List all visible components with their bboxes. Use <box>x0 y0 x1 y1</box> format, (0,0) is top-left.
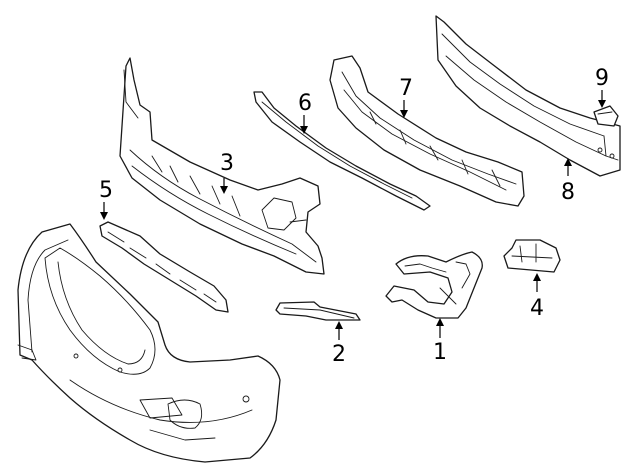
bracket-part-2 <box>275 301 361 321</box>
bumper-cover <box>17 223 281 463</box>
callout-5: 5 <box>99 178 113 203</box>
clip-part-9 <box>593 105 619 127</box>
carrier-part-3 <box>119 57 325 275</box>
callout-2: 2 <box>332 342 346 367</box>
strip-part-6 <box>253 91 431 211</box>
bracket-part-1 <box>385 251 483 319</box>
bracket-part-5 <box>99 221 229 313</box>
callout-3: 3 <box>220 151 234 176</box>
callout-4: 4 <box>530 296 544 321</box>
callout-labels: 1 2 3 4 5 6 7 8 9 <box>99 66 609 367</box>
bracket-part-4 <box>503 239 561 273</box>
callout-1: 1 <box>433 340 447 365</box>
callout-8: 8 <box>561 180 575 205</box>
callout-6: 6 <box>298 91 312 116</box>
absorber-part-7 <box>329 55 525 207</box>
callout-7: 7 <box>399 76 413 101</box>
callout-9: 9 <box>595 66 609 91</box>
leader-lines <box>100 90 606 340</box>
beam-part-8 <box>435 15 621 177</box>
